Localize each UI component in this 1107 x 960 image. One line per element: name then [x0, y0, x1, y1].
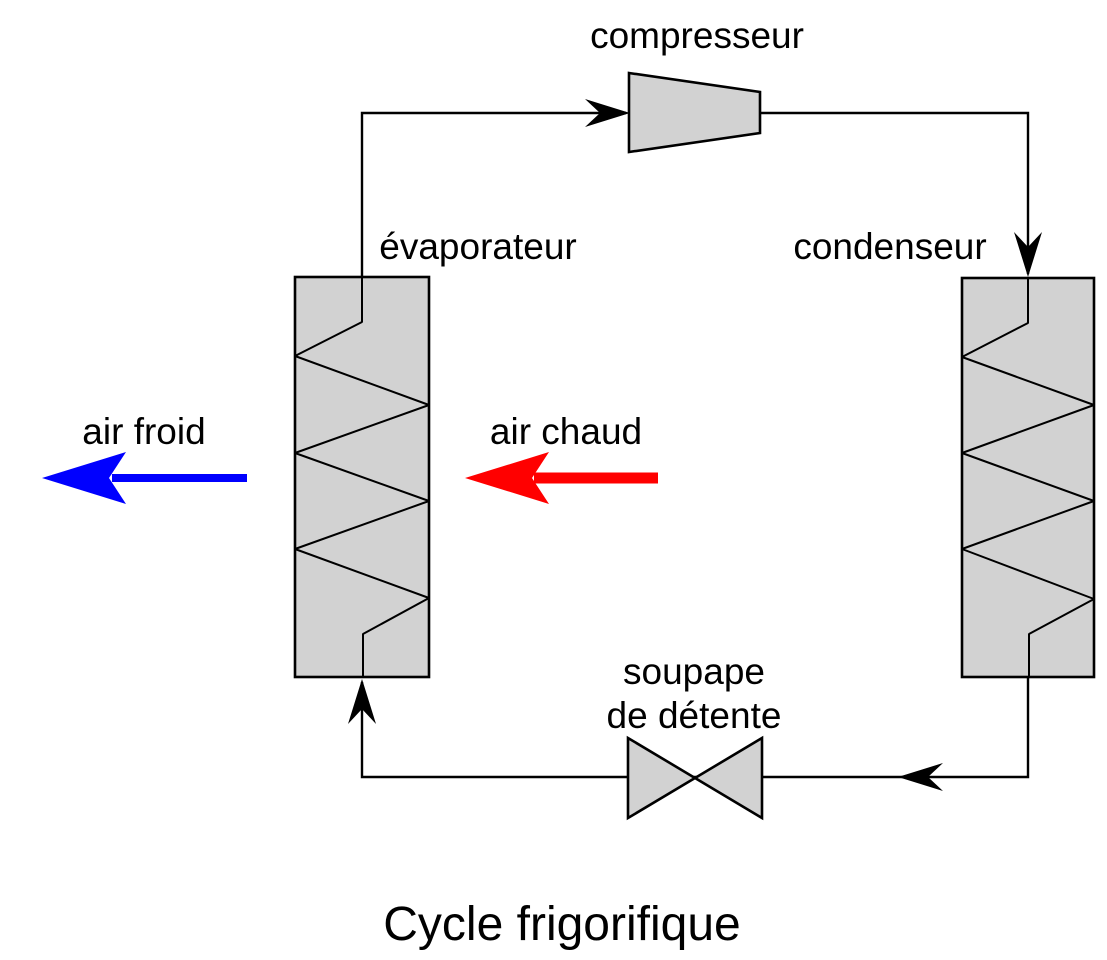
- hot-air-label: air chaud: [490, 411, 642, 452]
- cold-air-label: air froid: [82, 411, 205, 452]
- compressor-body: [627, 71, 762, 154]
- arrow-left-toward-valve-icon: [898, 763, 943, 791]
- expansion-valve-right-triangle: [692, 735, 764, 821]
- expansion-valve-label-line1: soupape: [623, 651, 765, 692]
- hot-air-arrowhead-icon: [465, 452, 549, 504]
- hot-air-arrow: [465, 452, 658, 504]
- arrow-down-into-condenser-icon: [1014, 232, 1042, 277]
- evaporator-coil: [294, 277, 430, 677]
- arrow-up-into-evaporator-icon: [348, 679, 376, 724]
- cold-air-arrowhead-icon: [42, 452, 126, 504]
- pipe-compressor-to-condenser: [760, 111, 1030, 274]
- condenser-label: condenseur: [793, 226, 986, 267]
- expansion-valve-left-triangle: [626, 735, 698, 821]
- expansion-valve-label-line2: de détente: [607, 695, 782, 736]
- evaporator-label: évaporateur: [379, 226, 576, 267]
- diagram-title: Cycle frigorifique: [383, 898, 740, 951]
- condenser-coil: [961, 278, 1095, 677]
- cold-air-arrow: [42, 452, 247, 504]
- arrow-right-into-compressor-icon: [585, 99, 630, 127]
- pipe-evaporator-to-compressor: [360, 111, 626, 277]
- compressor-label: compresseur: [590, 15, 804, 56]
